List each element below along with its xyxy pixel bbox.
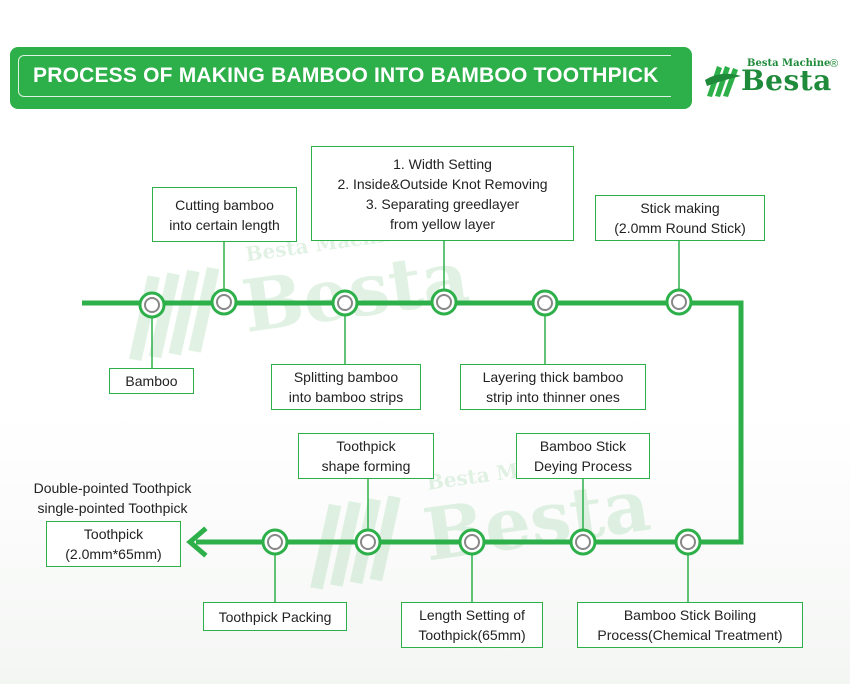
process-node [458, 528, 486, 556]
label-toothpick-product: Toothpick (2.0mm*65mm) [46, 521, 181, 567]
logo-wordmark: Besta [741, 64, 832, 97]
header-banner: PROCESS OF MAKING BAMBOO INTO BAMBOO TOO… [10, 47, 692, 109]
label-length-setting: Length Setting of Toothpick(65mm) [401, 602, 543, 648]
label-layering: Layering thick bamboo strip into thinner… [460, 364, 646, 410]
process-node [569, 528, 597, 556]
label-boiling-process: Bamboo Stick Boiling Process(Chemical Tr… [577, 602, 803, 648]
label-line: Stick making [640, 200, 720, 216]
label-line: Toothpick(65mm) [418, 627, 526, 643]
label-cutting-bamboo: Cutting bamboo into certain length [152, 187, 297, 242]
label-line: Bamboo Stick [539, 438, 627, 454]
page-title: PROCESS OF MAKING BAMBOO INTO BAMBOO TOO… [33, 64, 659, 87]
label-line: Bamboo [125, 373, 178, 389]
label-line: Splitting bamboo [293, 369, 399, 385]
toothpick-type-double: Double-pointed Toothpick [33, 480, 192, 496]
flow-arrow-icon [186, 526, 208, 558]
process-node [331, 289, 359, 317]
label-line: Deying Process [533, 458, 633, 474]
label-line: 3. Separating greedlayer [365, 195, 520, 212]
label-line: Bamboo Stick Boiling [623, 607, 757, 623]
label-line: Toothpick Packing [218, 608, 332, 625]
label-width-setting: 1. Width Setting 2. Inside&Outside Knot … [311, 146, 574, 241]
label-line: Toothpick [83, 526, 144, 542]
label-line: Toothpick [336, 438, 396, 454]
header-banner-frame: PROCESS OF MAKING BAMBOO INTO BAMBOO TOO… [18, 55, 671, 97]
label-line: Layering thick bamboo [482, 369, 624, 385]
label-line: (2.0mm Round Stick) [614, 220, 746, 236]
label-line: 2. Inside&Outside Knot Removing [337, 175, 548, 192]
label-toothpick-packing: Toothpick Packing [203, 602, 347, 631]
process-node [261, 528, 289, 556]
label-stick-making: Stick making (2.0mm Round Stick) [595, 195, 765, 241]
toothpick-types: Double-pointed Toothpick single-pointed … [10, 478, 215, 518]
label-line: into certain length [169, 216, 280, 233]
process-node [210, 288, 238, 316]
label-dyeing-process: Bamboo Stick Deying Process [516, 433, 650, 479]
label-bamboo: Bamboo [109, 368, 194, 394]
process-node [674, 528, 702, 556]
label-line: Process(Chemical Treatment) [597, 627, 783, 643]
label-line: (2.0mm*65mm) [65, 546, 162, 562]
label-line: from yellow layer [389, 215, 496, 232]
bamboo-leaf-icon [705, 66, 741, 97]
toothpick-type-single: single-pointed Toothpick [37, 500, 188, 516]
label-line: shape forming [321, 458, 411, 474]
brand-logo: Besta Machine Besta ® [703, 58, 843, 98]
label-line: into bamboo strips [288, 389, 404, 405]
label-line: strip into thinner ones [486, 389, 620, 405]
logo-tagline: Besta Machine [747, 58, 831, 69]
label-line: Cutting bamboo [175, 196, 274, 213]
process-node [665, 288, 693, 316]
connectors [151, 241, 689, 602]
nodes-top [138, 288, 693, 319]
process-node [531, 289, 559, 317]
process-node [354, 528, 382, 556]
process-node [430, 288, 458, 316]
label-line: Length Setting of [419, 607, 525, 623]
process-node [138, 291, 166, 319]
label-shape-forming: Toothpick shape forming [298, 433, 434, 479]
label-line: 1. Width Setting [393, 155, 492, 172]
watermark-top: Besta Machine Besta [129, 219, 474, 362]
registered-mark: ® [830, 58, 839, 70]
nodes-bottom [261, 528, 702, 556]
label-splitting-bamboo: Splitting bamboo into bamboo strips [271, 364, 421, 410]
